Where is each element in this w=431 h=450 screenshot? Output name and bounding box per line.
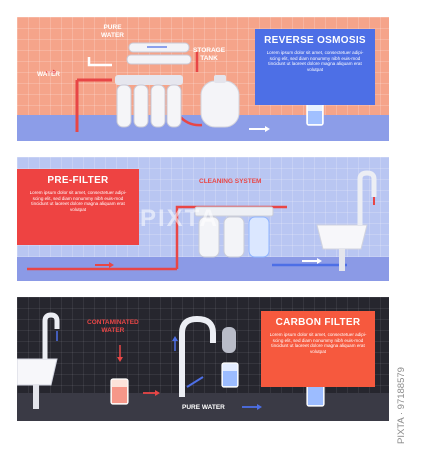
banner-pre-filter: CLEANING SYSTEM PRE-FILTER Lorem ipsum d…	[17, 157, 389, 281]
pure-water-label: PURE WATER	[182, 404, 225, 411]
card-title: PRE-FILTER	[47, 175, 109, 186]
card-body: Lorem ipsum dolor sit amet, consectetuer…	[269, 332, 367, 354]
card-title: REVERSE OSMOSIS	[264, 35, 366, 46]
floor	[17, 393, 389, 421]
watermark: PIXTA	[140, 205, 219, 232]
water-label: WATER	[37, 71, 60, 78]
pre-filter-card: PRE-FILTER Lorem ipsum dolor sit amet, c…	[17, 169, 139, 245]
stock-id: PIXTA · 97188579	[396, 367, 407, 444]
card-title: CARBON FILTER	[275, 317, 361, 328]
card-body: Lorem ipsum dolor sit amet, consectetuer…	[29, 190, 127, 212]
carbon-filter-card: CARBON FILTER Lorem ipsum dolor sit amet…	[261, 311, 375, 387]
reverse-osmosis-card: REVERSE OSMOSIS Lorem ipsum dolor sit am…	[255, 29, 375, 105]
carbon-filter-illustration	[17, 312, 325, 410]
cleaning-system-label: CLEANING SYSTEM	[199, 178, 262, 185]
card-body: Lorem ipsum dolor sit amet, consectetuer…	[266, 50, 364, 72]
pre-filter-illustration	[27, 170, 377, 271]
reverse-osmosis-illustration	[45, 42, 324, 132]
